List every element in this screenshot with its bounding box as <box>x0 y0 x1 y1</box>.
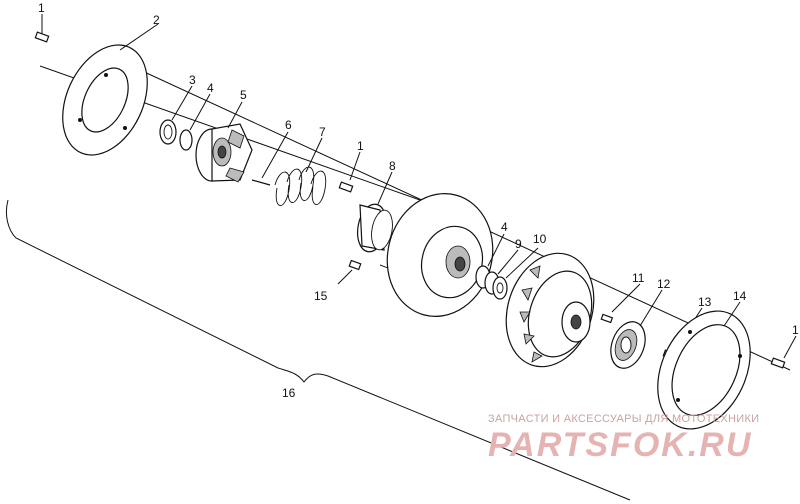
cover-ring-part <box>657 301 751 430</box>
moveable-sheave-part <box>505 252 595 368</box>
assembly-bracket <box>5 199 631 501</box>
callout-2: 2 <box>153 13 160 27</box>
callout-13: 13 <box>698 295 712 309</box>
spider-cam-part <box>195 101 253 183</box>
pin-part <box>251 131 289 186</box>
watermark-logo: PARTSFOK.RU <box>488 426 752 464</box>
callout-labels: 1 2 3 4 5 6 7 1 8 4 9 10 15 11 12 13 14 … <box>38 1 799 400</box>
callout-1a: 1 <box>38 1 45 15</box>
callout-7: 7 <box>319 125 326 139</box>
callout-9: 9 <box>515 237 522 251</box>
callout-11: 11 <box>632 271 645 285</box>
callout-1c: 1 <box>792 323 799 337</box>
cover-plate-part <box>62 23 159 156</box>
washer-part-a <box>179 93 211 151</box>
callout-3: 3 <box>189 73 196 87</box>
watermark: ЗАПЧАСТИ И АКСЕССУАРЫ ДЛЯ МОТОТЕХНИКИ PA… <box>488 413 759 464</box>
callout-10: 10 <box>533 232 547 246</box>
bolt-middle <box>338 151 361 193</box>
watermark-tagline: ЗАПЧАСТИ И АКСЕССУАРЫ ДЛЯ МОТОТЕХНИКИ <box>488 413 759 425</box>
callout-15: 15 <box>314 289 328 303</box>
callout-1b: 1 <box>357 139 364 153</box>
callout-12: 12 <box>657 277 671 291</box>
callout-8: 8 <box>389 159 396 173</box>
spring-part <box>274 137 327 206</box>
callout-6: 6 <box>285 118 292 132</box>
callout-4b: 4 <box>501 220 508 234</box>
stationary-sheave-part <box>337 193 494 317</box>
snap-ring-part <box>159 85 193 145</box>
callout-4a: 4 <box>207 81 214 95</box>
bushing-part <box>356 171 393 253</box>
pin-part-11 <box>600 283 641 324</box>
callout-14: 14 <box>733 289 747 303</box>
bolt-right <box>770 335 797 369</box>
callout-5: 5 <box>240 88 247 102</box>
bolt-top-left <box>34 14 50 43</box>
callout-16: 16 <box>282 386 296 400</box>
washer-stack-part <box>475 233 539 300</box>
retainer-part <box>610 289 663 369</box>
